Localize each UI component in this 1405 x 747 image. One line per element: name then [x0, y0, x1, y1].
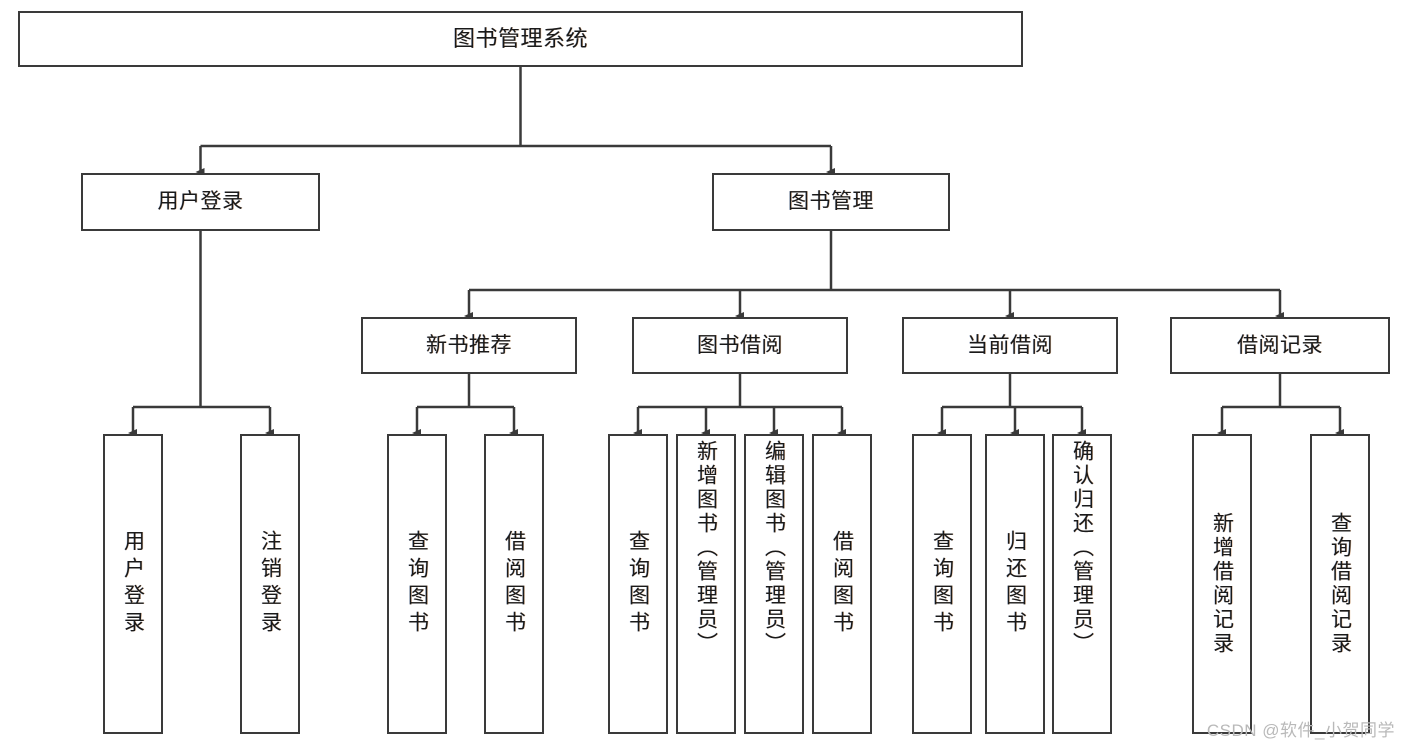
node-new-book-recommend-label: 新书推荐 — [426, 333, 512, 357]
node-leaf-logout-label: 注销登录 — [258, 530, 282, 638]
node-user-login-label: 用户登录 — [157, 190, 244, 214]
node-leaf-add-book[interactable]: 新增图书（管理员） — [676, 434, 736, 734]
node-borrow-record[interactable]: 借阅记录 — [1170, 317, 1390, 374]
node-leaf-query-book-cur-label: 查询图书 — [930, 530, 954, 638]
node-book-borrow[interactable]: 图书借阅 — [632, 317, 848, 374]
node-book-borrow-label: 图书借阅 — [697, 333, 783, 357]
node-root[interactable]: 图书管理系统 — [18, 11, 1023, 67]
node-leaf-query-book-rec-label: 查询图书 — [405, 530, 429, 638]
node-leaf-confirm-return-label: 确认归还（管理员） — [1070, 440, 1094, 656]
node-leaf-borrow-book[interactable]: 借阅图书 — [812, 434, 872, 734]
node-leaf-user-login[interactable]: 用户登录 — [103, 434, 163, 734]
node-leaf-confirm-return[interactable]: 确认归还（管理员） — [1052, 434, 1112, 734]
node-root-label: 图书管理系统 — [452, 25, 588, 51]
node-user-login[interactable]: 用户登录 — [81, 173, 320, 231]
node-current-borrow-label: 当前借阅 — [967, 333, 1053, 357]
node-book-manage-label: 图书管理 — [788, 190, 874, 214]
node-leaf-borrow-book-rec-label: 借阅图书 — [502, 530, 526, 638]
node-leaf-query-record-label: 查询借阅记录 — [1328, 512, 1352, 656]
node-leaf-query-book-label: 查询图书 — [626, 530, 650, 638]
node-leaf-borrow-book-label: 借阅图书 — [830, 530, 854, 638]
node-leaf-query-book-cur[interactable]: 查询图书 — [912, 434, 972, 734]
node-leaf-return-book[interactable]: 归还图书 — [985, 434, 1045, 734]
node-leaf-add-record[interactable]: 新增借阅记录 — [1192, 434, 1252, 734]
node-leaf-add-record-label: 新增借阅记录 — [1210, 512, 1234, 656]
node-leaf-query-record[interactable]: 查询借阅记录 — [1310, 434, 1370, 734]
node-borrow-record-label: 借阅记录 — [1237, 333, 1323, 357]
node-leaf-query-book-rec[interactable]: 查询图书 — [387, 434, 447, 734]
node-leaf-user-login-label: 用户登录 — [121, 530, 145, 638]
node-leaf-logout[interactable]: 注销登录 — [240, 434, 300, 734]
node-leaf-edit-book[interactable]: 编辑图书（管理员） — [744, 434, 804, 734]
node-leaf-add-book-label: 新增图书（管理员） — [694, 440, 718, 656]
node-leaf-query-book[interactable]: 查询图书 — [608, 434, 668, 734]
node-new-book-recommend[interactable]: 新书推荐 — [361, 317, 577, 374]
node-book-manage[interactable]: 图书管理 — [712, 173, 950, 231]
node-current-borrow[interactable]: 当前借阅 — [902, 317, 1118, 374]
node-leaf-edit-book-label: 编辑图书（管理员） — [762, 440, 786, 656]
node-leaf-borrow-book-rec[interactable]: 借阅图书 — [484, 434, 544, 734]
node-leaf-return-book-label: 归还图书 — [1003, 530, 1027, 638]
watermark-text: CSDN @软件_小贺同学 — [1206, 721, 1395, 740]
